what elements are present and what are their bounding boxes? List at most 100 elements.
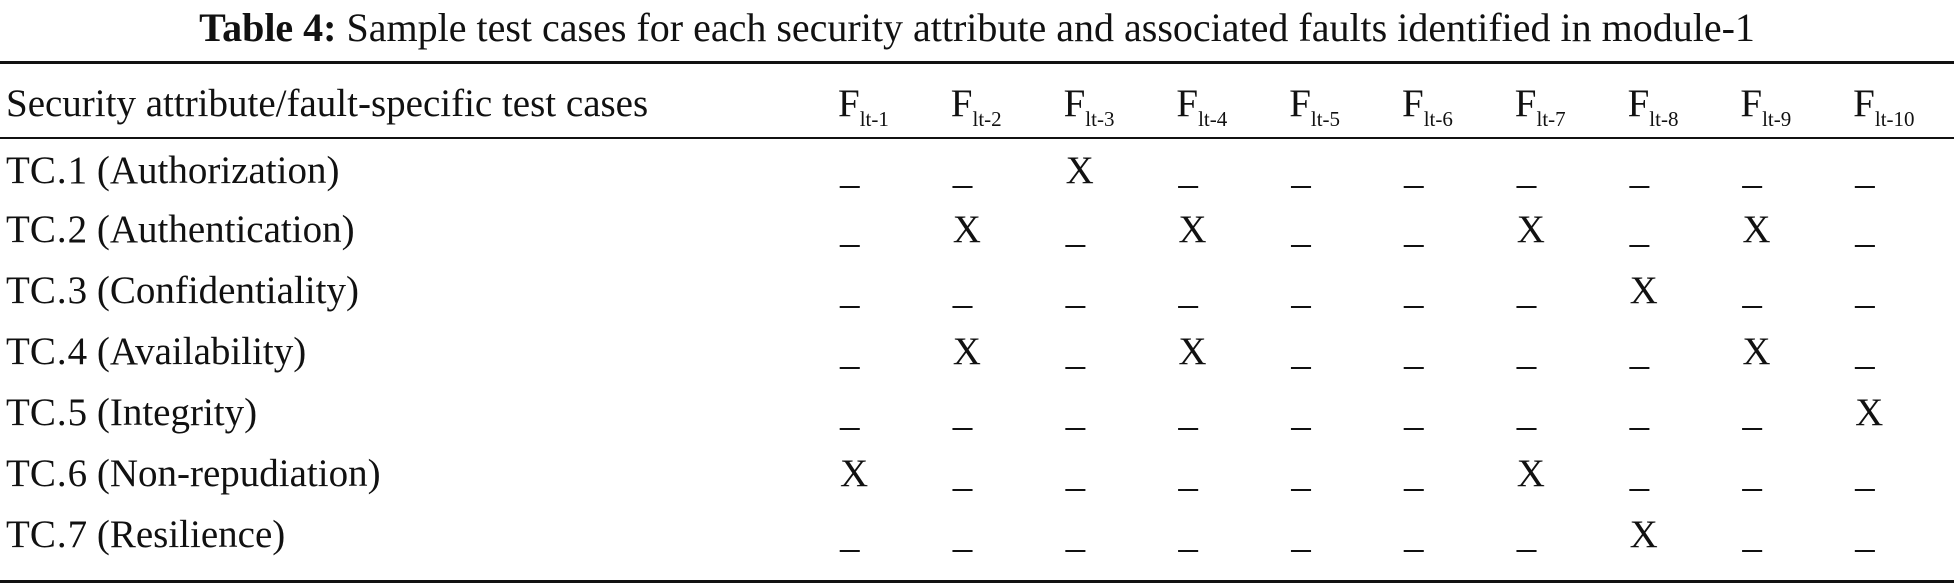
test-case-number: 2 [67, 208, 88, 251]
fault-cell: _ [1855, 208, 1875, 251]
fault-cell: _ [840, 391, 860, 434]
fault-base: F [1740, 81, 1763, 125]
test-case-number: 6 [67, 452, 88, 495]
header-fault-3: Flt-3 [1052, 68, 1165, 138]
header-fault-1: Flt-1 [826, 68, 939, 138]
fault-cell: X [1516, 208, 1545, 251]
test-case-number: 4 [67, 330, 88, 373]
header-fault-2: Flt-2 [939, 68, 1052, 138]
fault-cell: _ [1742, 452, 1762, 495]
fault-cell: _ [840, 330, 860, 373]
table-row: TC.2 (Authentication)_X_X__X_X_ [0, 199, 1954, 260]
fault-base: F [1853, 81, 1875, 125]
fault-cell: _ [1855, 513, 1875, 556]
fault-cell: _ [1403, 269, 1424, 312]
table-row: TC.4 (Availability)_X_X____X_ [0, 321, 1954, 382]
test-case-label: TC.4 (Availability) [0, 321, 826, 382]
fault-cell: _ [1065, 269, 1086, 312]
security-attribute: (Availability) [96, 330, 307, 373]
test-case-prefix: TC [6, 452, 56, 495]
table-caption: Table 4: Sample test cases for each secu… [0, 0, 1954, 58]
fault-cell: _ [840, 208, 860, 251]
fault-cell: X [952, 208, 981, 251]
fault-cell: _ [1855, 269, 1875, 312]
test-case-label: TC.5 (Integrity) [0, 382, 826, 443]
fault-subscript: lt-6 [1423, 106, 1453, 131]
fault-cell: _ [1855, 452, 1875, 495]
fault-cell: _ [1742, 513, 1762, 556]
header-fault-5: Flt-5 [1277, 68, 1390, 138]
fault-cell: _ [1291, 269, 1311, 312]
fault-cell: _ [1065, 513, 1086, 556]
fault-cell: _ [1065, 391, 1086, 434]
fault-cell: X [1516, 452, 1545, 495]
fault-cell: _ [1291, 330, 1311, 373]
test-case-dot: . [56, 330, 67, 373]
header-fault-7: Flt-7 [1503, 68, 1616, 138]
table-row: TC.5 (Integrity)_________X [0, 382, 1954, 443]
fault-cell: X [1742, 208, 1771, 251]
caption-label: Table 4: [199, 5, 337, 50]
fault-base: F [1176, 81, 1199, 125]
fault-cell: _ [1855, 330, 1875, 373]
fault-cell: _ [1629, 208, 1650, 251]
security-attribute: (Non-repudiation) [96, 452, 381, 495]
fault-cell: _ [1516, 330, 1537, 373]
fault-cell: _ [1291, 208, 1311, 251]
test-case-label: TC.2 (Authentication) [0, 199, 826, 260]
fault-subscript: lt-8 [1649, 106, 1679, 131]
fault-cell: _ [1178, 391, 1198, 434]
header-fault-8: Flt-8 [1616, 68, 1729, 138]
caption-text: Sample test cases for each security attr… [346, 5, 1755, 50]
fault-cell: X [1178, 330, 1207, 373]
fault-subscript: lt-7 [1536, 106, 1566, 131]
fault-cell: _ [1629, 391, 1650, 434]
fault-cell: _ [840, 513, 860, 556]
header-row: Security attribute/fault-specific test c… [0, 68, 1954, 138]
test-case-number: 7 [67, 513, 88, 556]
fault-cell: _ [1742, 149, 1762, 192]
fault-cell: _ [1855, 149, 1875, 192]
test-case-prefix: TC [6, 149, 56, 192]
test-case-label: TC.3 (Confidentiality) [0, 260, 826, 321]
fault-cell: _ [1403, 149, 1424, 192]
fault-cell: _ [952, 391, 973, 434]
test-case-dot: . [56, 391, 67, 434]
test-case-prefix: TC [6, 208, 56, 251]
test-case-prefix: TC [6, 269, 56, 312]
top-rule [0, 61, 1954, 64]
fault-cell: _ [952, 452, 973, 495]
table-body: TC.1 (Authorization) _ _ X _ _ _ _ _ _ _ TC.2 (Auth… [0, 138, 1954, 565]
fault-cell: _ [952, 513, 973, 556]
table-row: TC.1 (Authorization)__X_______ [0, 138, 1954, 199]
fault-cell: _ [1065, 330, 1086, 373]
fault-cell: _ [1291, 452, 1311, 495]
fault-cell: _ [1403, 330, 1424, 373]
fault-cell: X [952, 330, 981, 373]
table-row: TC.3 (Confidentiality)_______X__ [0, 260, 1954, 321]
fault-cell: _ [840, 269, 860, 312]
fault-table: Security attribute/fault-specific test c… [0, 68, 1954, 565]
fault-cell: _ [1742, 391, 1762, 434]
fault-cell: _ [1516, 391, 1537, 434]
header-test-cases: Security attribute/fault-specific test c… [6, 81, 649, 125]
fault-base: F [1063, 81, 1086, 125]
fault-cell: _ [952, 269, 973, 312]
fault-subscript: lt-2 [972, 106, 1002, 131]
fault-cell: _ [840, 149, 860, 192]
fault-cell: _ [1742, 269, 1762, 312]
test-case-label: TC.1 (Authorization) [0, 138, 826, 199]
table-row: TC.7 (Resilience)_______X__ [0, 504, 1954, 565]
fault-subscript: lt-5 [1310, 106, 1341, 131]
fault-cell: _ [1403, 452, 1424, 495]
fault-cell: _ [1065, 452, 1086, 495]
bottom-rule [0, 580, 1954, 583]
fault-cell: _ [1178, 269, 1198, 312]
test-case-prefix: TC [6, 391, 56, 434]
fault-cell: X [1178, 208, 1207, 251]
test-case-dot: . [56, 269, 67, 312]
fault-base: F [1627, 81, 1650, 125]
fault-cell: X [1629, 513, 1658, 556]
test-case-number: 3 [67, 269, 88, 312]
fault-cell: _ [1291, 391, 1311, 434]
